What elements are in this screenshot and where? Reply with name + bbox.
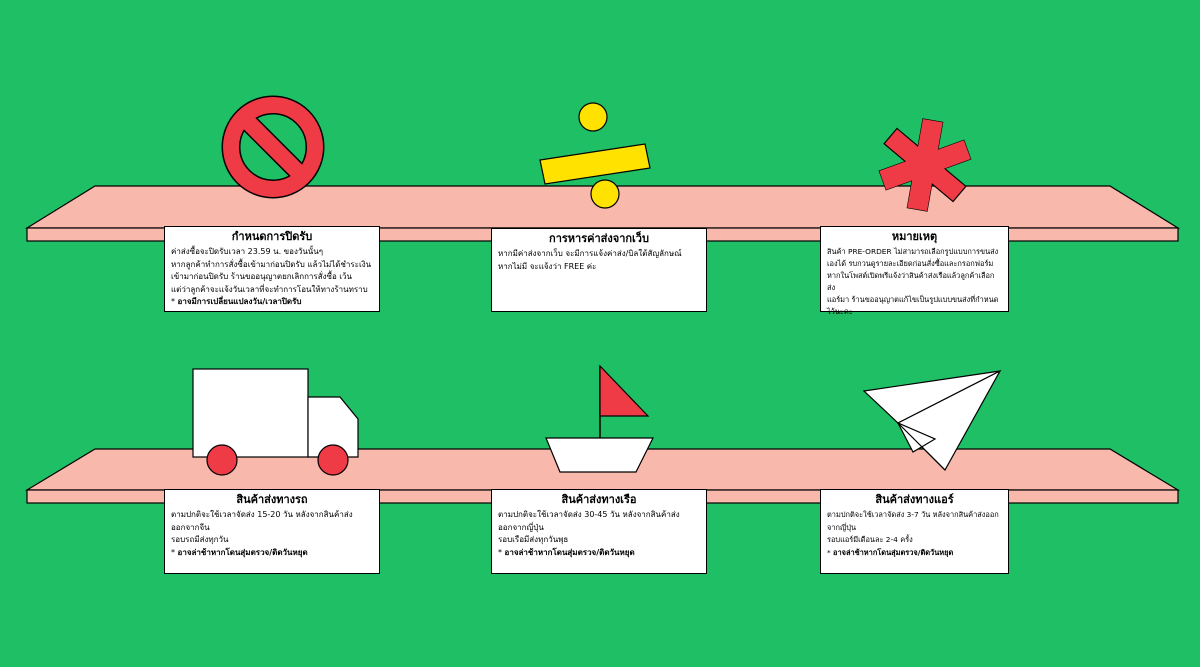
closing-schedule-line: ค่าส่งซื้อจะปิดรับเวลา 23.59 น. ของวันนั… [171, 247, 324, 256]
remarks-card: หมายเหตุ สินค้า PRE-ORDER ไม่สามารถเลือก… [820, 226, 1009, 316]
air-shipping-line: จากญี่ปุ่น [827, 522, 856, 532]
boat-icon [545, 364, 654, 473]
paper-plane-icon [862, 369, 1002, 471]
remarks-line: เองได้ รบกวนดูรายละเอียดก่อนสั่งซื้อและก… [827, 259, 994, 268]
remarks-line: หากในโพสต์เปิดพรีแจ้งว่าสินค้าส่งเรือแล้… [827, 271, 995, 292]
sea-shipping-card: สินค้าส่งทางเรือ ตามปกติจะใช้เวลาจัดส่ง … [491, 489, 707, 574]
closing-schedule-note: อาจมีการเปลี่ยนแปลงวัน/เวลาปิดรับ [171, 296, 373, 309]
truck-shipping-line: รอบรถมีส่งทุกวัน [171, 535, 229, 544]
sea-shipping-line: ตามปกติจะใช้เวลาจัดส่ง 30-45 วัน หลังจาก… [498, 510, 680, 519]
remarks-line: สินค้า PRE-ORDER ไม่สามารถเลือกรูปแบบการ… [827, 247, 999, 256]
prohibited-icon [221, 95, 325, 199]
divide-icon [539, 102, 651, 209]
truck-shipping-line: ออกจากจีน [171, 522, 210, 532]
web-shipping-fee-line: หากมีค่าส่งจากเว็บ จะมีการแจ้งค่าส่ง/บิล… [498, 249, 682, 258]
truck-shipping-note: อาจล่าช้าหากโดนสุ่มตรวจ/ติดวันหยุด [171, 547, 373, 560]
air-shipping-title: สินค้าส่งทางแอร์ [875, 493, 954, 506]
asterisk-icon [878, 118, 972, 212]
web-shipping-fee-title: การหารค่าส่งจากเว็บ [549, 232, 649, 245]
sea-shipping-line: ออกจากญี่ปุ่น [498, 522, 544, 532]
sea-shipping-note: อาจล่าช้าหากโดนสุ่มตรวจ/ติดวันหยุด [498, 547, 700, 560]
air-shipping-line: รอบแอร์มีเดือนละ 2-4 ครั้ง [827, 535, 913, 544]
truck-icon [192, 368, 359, 476]
closing-schedule-line: เข้ามาก่อนปิดรับ ร้านขออนุญาตยกเลิกการสั… [171, 272, 352, 281]
truck-shipping-card: สินค้าส่งทางรถ ตามปกติจะใช้เวลาจัดส่ง 15… [164, 489, 380, 574]
air-shipping-card: สินค้าส่งทางแอร์ ตามปกติจะใช้เวลาจัดส่ง … [820, 489, 1009, 574]
air-shipping-line: ตามปกติจะใช้เวลาจัดส่ง 3-7 วัน หลังจากสิ… [827, 510, 999, 519]
remarks-title: หมายเหตุ [891, 230, 938, 243]
closing-schedule-line: หากลูกค้าทำการสั่งซื้อเข้ามาก่อนปิดรับ แ… [171, 259, 372, 269]
remarks-line: แอร์มา ร้านขออนุญาตแก้ไขเป็นรูปแบบขนส่งท… [827, 295, 999, 304]
air-shipping-note: อาจล่าช้าหากโดนสุ่มตรวจ/ติดวันหยุด [827, 547, 1002, 560]
truck-shipping-line: ตามปกติจะใช้เวลาจัดส่ง 15-20 วัน หลังจาก… [171, 510, 353, 519]
web-shipping-fee-card: การหารค่าส่งจากเว็บ หากมีค่าส่งจากเว็บ จ… [491, 228, 707, 312]
web-shipping-fee-line: หากไม่มี จะแจ้งว่า FREE ค่ะ [498, 261, 597, 271]
closing-schedule-title: กำหนดการปิดรับ [231, 230, 313, 243]
sea-shipping-line: รอบเรือมีส่งทุกวันพุธ [498, 535, 569, 544]
truck-shipping-title: สินค้าส่งทางรถ [236, 493, 308, 506]
closing-schedule-card: กำหนดการปิดรับ ค่าส่งซื้อจะปิดรับเวลา 23… [164, 226, 380, 312]
sea-shipping-title: สินค้าส่งทางเรือ [561, 493, 637, 506]
remarks-line: ไว้นะคะ [827, 307, 853, 316]
closing-schedule-line: แต่ว่าลูกค้าจะแจ้งวันเวลาที่จะทำการโอนให… [171, 284, 368, 294]
